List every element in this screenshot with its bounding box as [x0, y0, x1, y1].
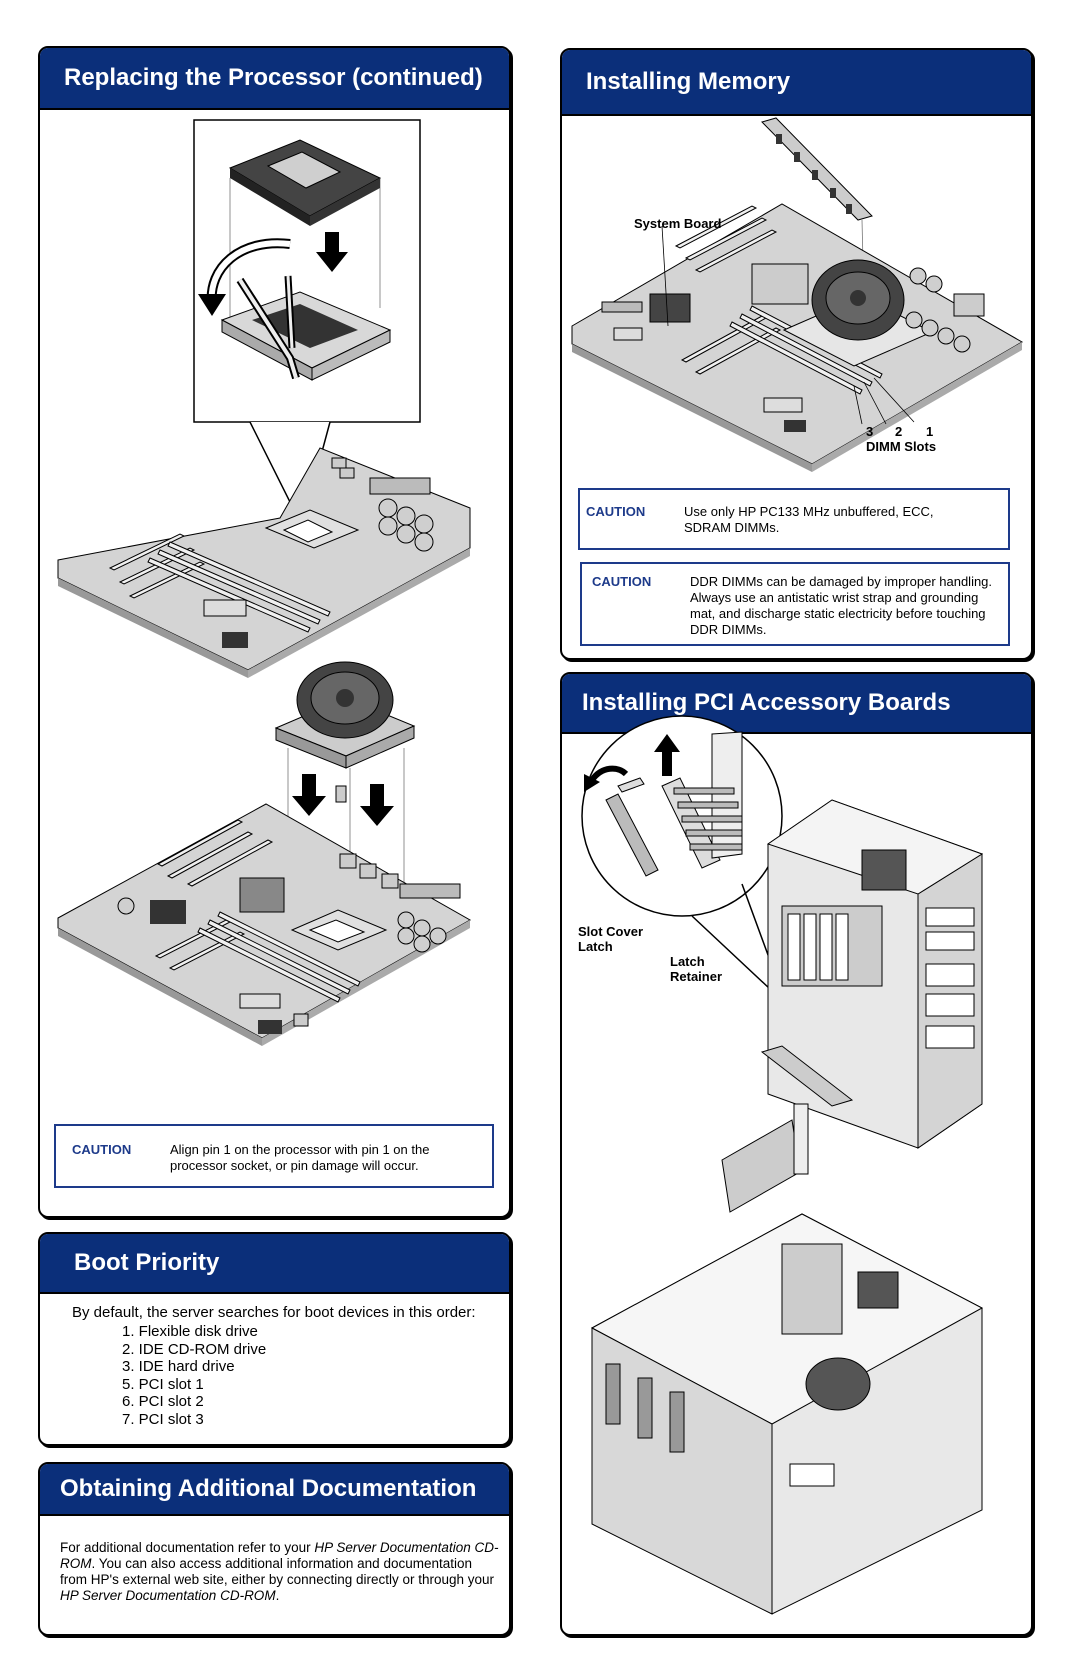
system-board-label: System Board — [634, 216, 722, 231]
caution-label: CAUTION — [586, 504, 646, 519]
caution-label: CAUTION — [592, 574, 652, 589]
list-item: 7. PCI slot 3 — [122, 1410, 204, 1428]
processor-caution-box: CAUTION Align pin 1 on the processor wit… — [54, 1124, 494, 1188]
doc-title-ref: HP Server Documentation CD-ROM — [60, 1540, 499, 1571]
cpu-socket-illustration — [57, 119, 472, 1046]
list-item: 3. IDE hard drive — [122, 1358, 235, 1375]
doc-text-part: . You can also access additional informa… — [60, 1556, 495, 1587]
memory-panel: Installing Memory — [560, 48, 1033, 660]
documentation-panel: Obtaining Additional Documentation For a… — [38, 1462, 511, 1636]
list-item: 6. PCI slot 2 — [122, 1393, 204, 1410]
pci-panel-title: Installing PCI Accessory Boards — [562, 674, 1031, 734]
caution-label: CAUTION — [72, 1142, 132, 1157]
memory-board-illustration — [571, 117, 1023, 472]
boot-priority-intro: By default, the server searches for boot… — [72, 1304, 476, 1321]
slot-cover-latch-label: Slot Cover Latch — [578, 924, 644, 954]
boot-priority-panel: Boot Priority By default, the server sea… — [38, 1232, 511, 1446]
caution-text: Use only HP PC133 MHz unbuffered, ECC, S… — [684, 504, 934, 535]
boot-device-list: 1. Flexible disk drive 2. IDE CD-ROM dri… — [122, 1323, 266, 1428]
processor-panel-title: Replacing the Processor (continued) — [40, 48, 509, 110]
latch-retainer-label: Latch Retainer — [670, 954, 723, 984]
pci-panel: Installing PCI Accessory Boards — [560, 672, 1033, 1636]
boot-priority-title: Boot Priority — [40, 1234, 509, 1294]
documentation-title: Obtaining Additional Documentation — [40, 1464, 509, 1516]
list-item: 5. PCI slot 1 — [122, 1375, 204, 1393]
list-item: 2. IDE CD-ROM drive — [122, 1340, 267, 1358]
memory-caution-box-2: CAUTION DDR DIMMs can be damaged by impr… — [580, 562, 1010, 646]
memory-panel-title: Installing Memory — [562, 50, 1031, 116]
dimm-slot-number-2: 2 — [895, 424, 903, 439]
documentation-text: For additional documentation refer to yo… — [60, 1540, 500, 1604]
doc-text-part: . — [275, 1588, 280, 1603]
dimm-slot-number-3: 3 — [866, 424, 874, 439]
doc-title-ref: HP Server Documentation CD-ROM — [60, 1588, 276, 1603]
dimm-slot-number-1: 1 — [926, 424, 934, 439]
dimm-slots-label: DIMM Slots — [866, 439, 937, 454]
caution-text: Align pin 1 on the processor with pin 1 … — [170, 1142, 430, 1173]
list-item: 1. Flexible disk drive — [122, 1323, 258, 1340]
pci-installation-illustration — [581, 715, 984, 1615]
memory-caution-box-1: CAUTION Use only HP PC133 MHz unbuffered… — [578, 488, 1010, 550]
doc-text-part: For additional documentation refer to yo… — [60, 1540, 315, 1555]
caution-text: DDR DIMMs can be damaged by improper han… — [690, 574, 993, 637]
processor-panel: Replacing the Processor (continued) — [38, 46, 511, 1218]
